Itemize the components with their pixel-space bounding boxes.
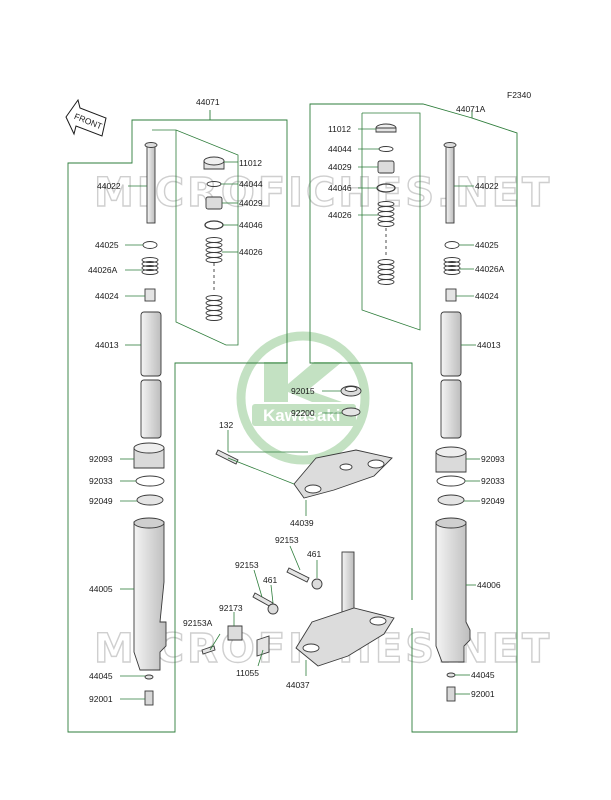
label-44013-left: 44013 [95, 340, 119, 350]
label-44024-right: 44024 [475, 291, 499, 301]
right-fork-parts [435, 142, 471, 702]
label-92015: 92015 [291, 386, 315, 396]
label-92153-b: 92153 [235, 560, 259, 570]
label-44013-right: 44013 [477, 340, 501, 350]
label-44037: 44037 [286, 680, 310, 690]
center-parts [201, 385, 395, 667]
label-44045-left: 44045 [89, 671, 113, 681]
label-44026-right: 44026 [328, 210, 352, 220]
label-44039: 44039 [290, 518, 314, 528]
label-92049-right: 92049 [481, 496, 505, 506]
label-44029-left: 44029 [239, 198, 263, 208]
group-outlines [67, 103, 518, 733]
label-92033-left: 92033 [89, 476, 113, 486]
label-92153-a: 92153 [275, 535, 299, 545]
figure-code: F2340 [507, 90, 531, 100]
label-92033-right: 92033 [481, 476, 505, 486]
label-44071: 44071 [196, 97, 220, 107]
label-44006: 44006 [477, 580, 501, 590]
spring-box-outlines [152, 112, 421, 346]
label-44026-left: 44026 [239, 247, 263, 257]
label-92093-left: 92093 [89, 454, 113, 464]
watermark-top: MICROFICHES.NET [94, 170, 552, 216]
label-44044-left: 44044 [239, 179, 263, 189]
label-92001-left: 92001 [89, 694, 113, 704]
label-44044-right: 44044 [328, 144, 352, 154]
label-92049-left: 92049 [89, 496, 113, 506]
label-44045-right: 44045 [471, 670, 495, 680]
label-11012-right: 11012 [328, 124, 351, 134]
label-44029-right: 44029 [328, 162, 352, 172]
left-spring-parts [203, 156, 225, 321]
label-11012-left: 11012 [239, 158, 262, 168]
label-92001-right: 92001 [471, 689, 495, 699]
label-44024-left: 44024 [95, 291, 119, 301]
part-labels: 44071 44071A 11012 44044 44029 44046 440… [88, 97, 505, 704]
label-44071A: 44071A [456, 104, 486, 114]
label-44005: 44005 [89, 584, 113, 594]
label-44026A-left: 44026A [88, 265, 118, 275]
leader-lines [120, 128, 480, 700]
label-44046-left: 44046 [239, 220, 263, 230]
front-arrow-icon: FRONT [65, 98, 107, 137]
label-44025-left: 44025 [95, 240, 119, 250]
label-11055: 11055 [236, 668, 259, 678]
svg-text:Kawasaki: Kawasaki [263, 406, 341, 425]
label-92153A: 92153A [183, 618, 213, 628]
label-44022-right: 44022 [475, 181, 499, 191]
label-461-b: 461 [263, 575, 277, 585]
label-461-a: 461 [307, 549, 321, 559]
label-92093-right: 92093 [481, 454, 505, 464]
label-92173: 92173 [219, 603, 243, 613]
label-132: 132 [219, 420, 233, 430]
label-92200: 92200 [291, 408, 315, 418]
label-44046-right: 44046 [328, 183, 352, 193]
label-44022-left: 44022 [97, 181, 121, 191]
left-fork-parts [133, 142, 167, 706]
label-44025-right: 44025 [475, 240, 499, 250]
kawasaki-logo: Kawasaki [236, 331, 370, 465]
label-44026A-right: 44026A [475, 264, 505, 274]
right-spring-parts [375, 123, 397, 285]
